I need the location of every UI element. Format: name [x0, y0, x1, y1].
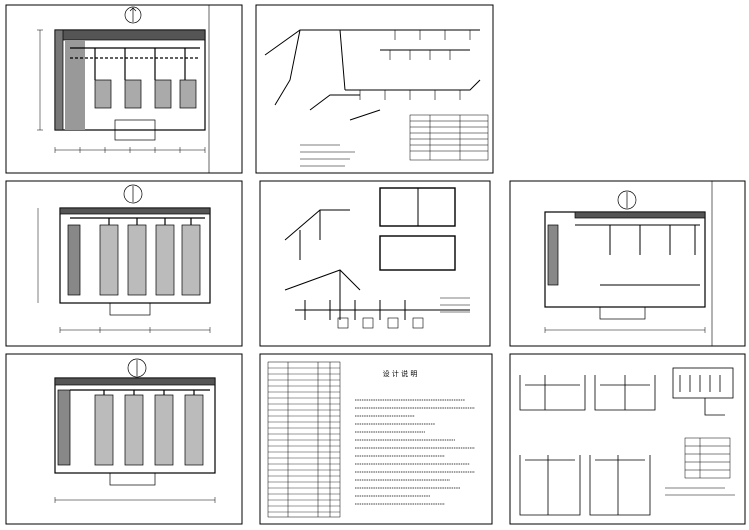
- section-detail-c: [519, 455, 651, 516]
- sheet-plan-top[interactable]: [5, 4, 243, 174]
- notes-text-lines: [355, 399, 475, 505]
- title-strip: [208, 4, 243, 174]
- pump-detail: [672, 367, 734, 416]
- sheet-iso-piping-top[interactable]: [255, 4, 494, 174]
- pipe-runs: [575, 224, 700, 286]
- sheet-plan-middle[interactable]: [5, 180, 243, 347]
- pipe-risers: [359, 30, 471, 100]
- pipe-runs: [70, 217, 205, 225]
- north-arrow-icon: [127, 358, 147, 378]
- sheet-plan-bottom[interactable]: [5, 353, 243, 525]
- building-outline: [59, 207, 211, 316]
- notes-lines: [300, 144, 355, 167]
- sheet-plan-right[interactable]: [509, 180, 746, 347]
- north-arrow-icon: [124, 6, 142, 24]
- sheet-border: [255, 4, 494, 174]
- dimension-lines: [544, 327, 706, 333]
- pipe-runs: [70, 47, 200, 80]
- building-outline: [54, 29, 206, 141]
- building-outline: [544, 211, 706, 320]
- dimension-lines: [54, 497, 216, 503]
- north-arrow-icon: [617, 190, 637, 210]
- notes-heading: 设 计 说 明: [383, 369, 418, 378]
- isometric-pipes: [284, 209, 470, 320]
- legend-small: [440, 297, 470, 313]
- dimension-lines: [37, 208, 211, 333]
- schedule-rows: [268, 367, 340, 513]
- fixture-blocks: [337, 317, 424, 329]
- pipe-runs: [70, 389, 210, 395]
- building-outline: [54, 377, 216, 486]
- schedule-table: [267, 361, 341, 518]
- equipment-units: [99, 224, 201, 296]
- note-lines: [665, 487, 735, 496]
- sheet-border: [5, 353, 243, 525]
- sheet-details[interactable]: [509, 353, 746, 525]
- equipment-units: [94, 79, 197, 109]
- isometric-pipes: [264, 29, 481, 121]
- sheet-design-notes[interactable]: 设 计 说 明: [259, 353, 493, 525]
- tank-plan: [379, 187, 456, 271]
- sheet-border: [259, 353, 493, 525]
- sheet-iso-tank-detail[interactable]: [259, 180, 491, 347]
- section-detail-a: [519, 375, 586, 411]
- section-detail-b: [594, 375, 656, 411]
- equipment-units: [94, 394, 204, 466]
- sheet-border: [259, 180, 491, 347]
- sheet-border: [509, 353, 746, 525]
- dimension-lines: [37, 29, 206, 153]
- north-arrow-icon: [123, 184, 143, 204]
- legend-table: [409, 114, 489, 161]
- legend-table: [684, 437, 731, 479]
- title-strip: [711, 180, 746, 347]
- sheet-border: [5, 180, 243, 347]
